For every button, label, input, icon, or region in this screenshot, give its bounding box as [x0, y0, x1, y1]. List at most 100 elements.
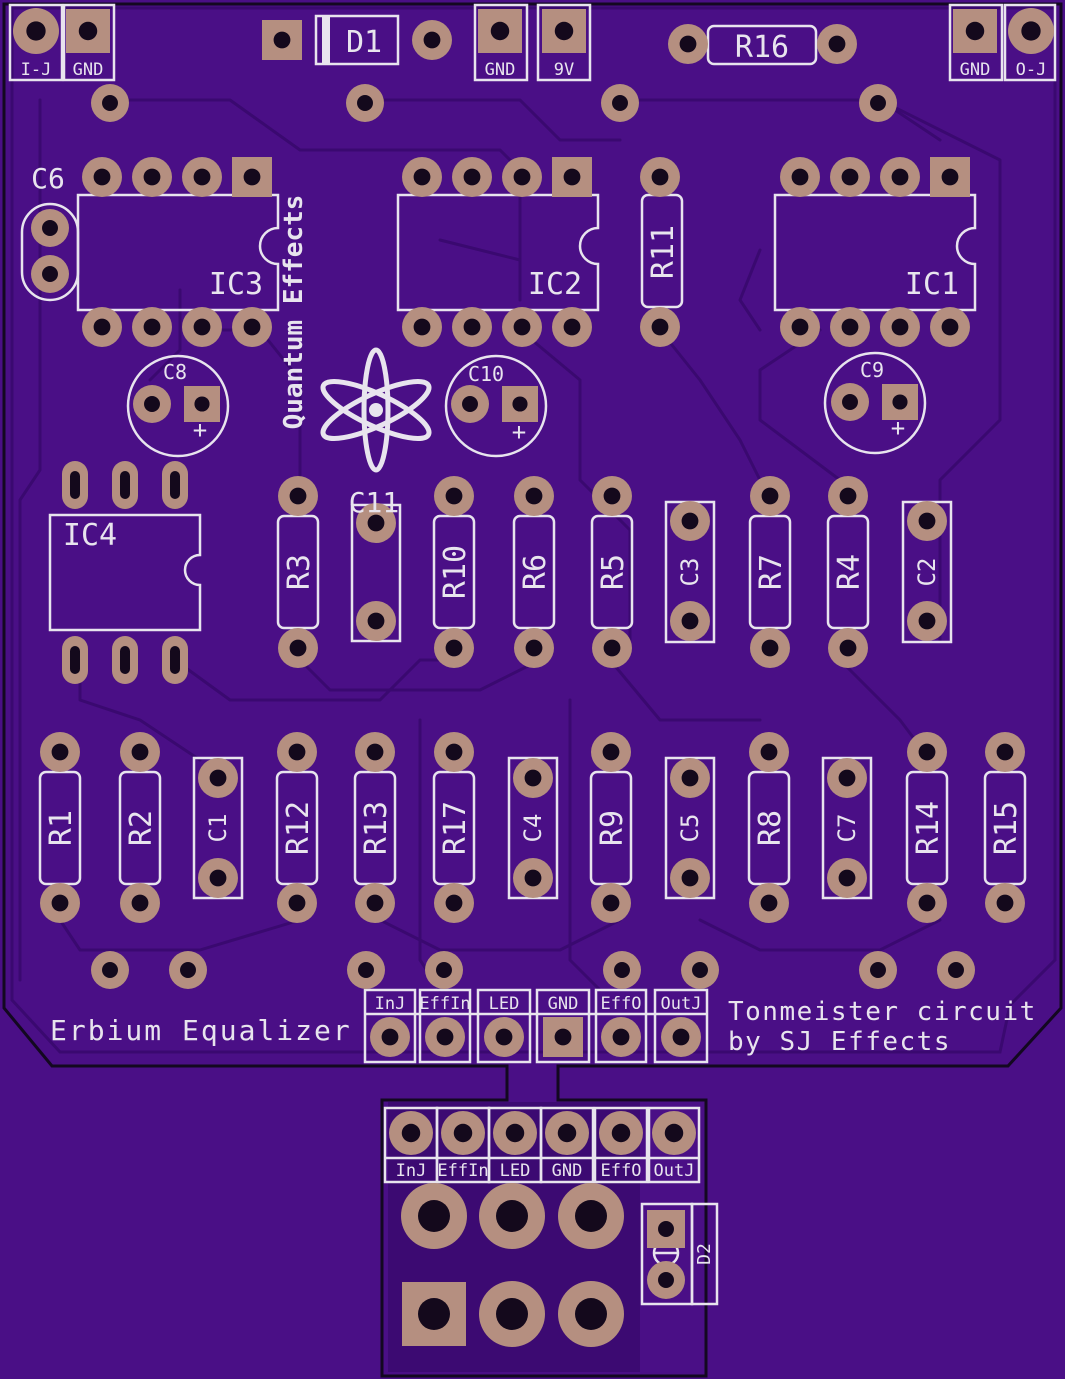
label-r1: R1: [44, 810, 79, 846]
drill-hole: [1021, 21, 1041, 41]
drill-hole: [760, 743, 778, 761]
drill-hole: [614, 962, 630, 978]
label-r2: R2: [124, 810, 159, 846]
drill-hole: [672, 1028, 690, 1046]
drill-hole: [381, 1028, 399, 1046]
mod-hdr-gnd: GND: [552, 1161, 583, 1181]
drill-hole: [93, 168, 111, 186]
drill-hole: [102, 962, 118, 978]
drill-hole: [423, 31, 441, 49]
drill-hole: [445, 639, 463, 657]
drill-hole: [891, 318, 909, 336]
drill-hole: [892, 394, 908, 410]
component-pads: [13, 8, 1054, 1347]
drill-hole: [436, 962, 452, 978]
drill-hole: [611, 1123, 631, 1143]
drill-hole: [51, 894, 69, 912]
drill-hole: [243, 168, 261, 186]
hdr-led: LED: [489, 994, 520, 1014]
drill-hole: [524, 869, 542, 887]
drill-hole: [870, 95, 886, 111]
label-r14: R14: [911, 801, 946, 855]
drill-hole: [838, 769, 856, 787]
drill-slot: [120, 646, 130, 674]
label-input-jack: I-J: [21, 60, 52, 80]
label-c10: C10: [468, 362, 504, 386]
label-r11: R11: [646, 225, 681, 279]
drill-hole: [681, 769, 699, 787]
label-r17: R17: [438, 801, 473, 855]
drill-hole: [495, 1028, 513, 1046]
drill-hole: [102, 95, 118, 111]
drill-hole: [554, 21, 574, 41]
drill-hole: [524, 769, 542, 787]
drill-hole: [525, 487, 543, 505]
label-r13: R13: [359, 801, 394, 855]
label-ic4: IC4: [63, 518, 117, 553]
polarity-c9: +: [891, 414, 905, 442]
drill-hole: [612, 1028, 630, 1046]
label-c2: C2: [913, 558, 941, 587]
logo-text: Quantum Effects: [279, 195, 309, 430]
drill-hole: [243, 318, 261, 336]
label-r4: R4: [832, 554, 867, 590]
drill-slot: [70, 471, 80, 499]
drill-hole: [288, 894, 306, 912]
drill-hole: [965, 21, 985, 41]
drill-hole: [918, 743, 936, 761]
drill-hole: [505, 1123, 525, 1143]
drill-hole: [131, 894, 149, 912]
label-output-jack: O-J: [1016, 60, 1047, 80]
drill-slot: [70, 646, 80, 674]
mod-hdr-outjack: OutJ: [654, 1161, 695, 1181]
drill-hole: [525, 639, 543, 657]
drill-hole: [26, 21, 46, 41]
drill-hole: [918, 612, 936, 630]
drill-hole: [681, 869, 699, 887]
drill-hole: [681, 612, 699, 630]
drill-hole: [144, 396, 160, 412]
label-c5: C5: [676, 814, 704, 843]
drill-hole: [42, 266, 58, 282]
drill-hole: [418, 1298, 450, 1330]
drill-hole: [996, 743, 1014, 761]
label-r3: R3: [282, 554, 317, 590]
silkscreen-outlines: [8, 3, 1057, 1306]
drill-hole: [413, 168, 431, 186]
drill-hole: [193, 168, 211, 186]
drill-hole: [761, 487, 779, 505]
mod-hdr-injack: InJ: [396, 1161, 427, 1181]
hdr-effout: EffO: [601, 994, 642, 1014]
label-c3: C3: [676, 558, 704, 587]
board-title: Erbium Equalizer: [50, 1014, 352, 1047]
drill-hole: [554, 1028, 572, 1046]
drill-hole: [42, 220, 58, 236]
drill-hole: [841, 168, 859, 186]
label-d2: D2: [694, 1243, 715, 1265]
drill-hole: [575, 1200, 607, 1232]
drill-slot: [170, 646, 180, 674]
drill-hole: [445, 487, 463, 505]
drill-hole: [193, 318, 211, 336]
hdr-effin: EffIn: [419, 994, 470, 1014]
drill-hole: [918, 894, 936, 912]
drill-hole: [761, 639, 779, 657]
drill-hole: [131, 743, 149, 761]
drill-hole: [462, 396, 478, 412]
inner-board-border: [10, 6, 1057, 1054]
label-c11: C11: [349, 486, 400, 519]
label-ic3: IC3: [209, 267, 263, 302]
drill-slot: [120, 471, 130, 499]
label-c6: C6: [31, 162, 65, 195]
label-ic2: IC2: [528, 267, 582, 302]
drill-hole: [289, 639, 307, 657]
drill-hole: [760, 894, 778, 912]
drill-hole: [692, 962, 708, 978]
label-9v: 9V: [554, 60, 574, 80]
label-r16: R16: [735, 30, 789, 65]
label-c9: C9: [860, 358, 884, 382]
drill-hole: [791, 318, 809, 336]
drill-hole: [209, 869, 227, 887]
drill-hole: [453, 1123, 473, 1143]
